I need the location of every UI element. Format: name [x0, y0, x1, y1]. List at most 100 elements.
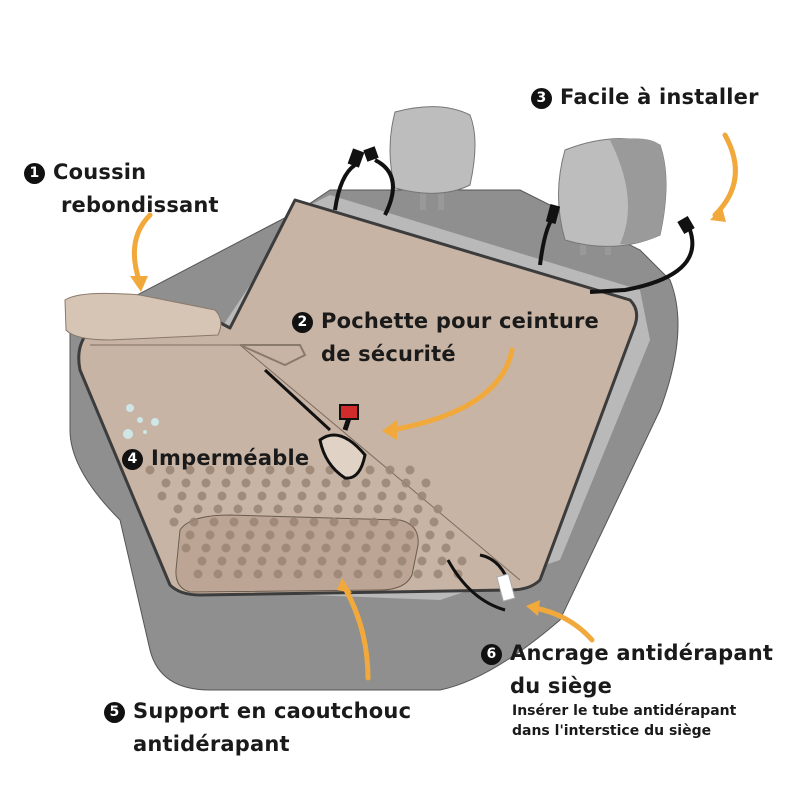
- rubber-dot: [273, 504, 283, 514]
- rubber-dot: [189, 517, 199, 527]
- feature-3-line-1: Facile à installer: [560, 85, 759, 109]
- rubber-dot: [213, 569, 223, 579]
- rubber-dot: [197, 491, 207, 501]
- rubber-dot: [309, 517, 319, 527]
- seatbelt-pouch: [239, 344, 367, 480]
- rubber-dot: [221, 478, 231, 488]
- rubber-dot: [441, 543, 451, 553]
- rubber-dot: [329, 517, 339, 527]
- callout-arrowheads: [130, 207, 726, 616]
- rubber-dot: [145, 465, 155, 475]
- rubber-dot: [281, 478, 291, 488]
- rubber-dot: [225, 530, 235, 540]
- rubber-dot: [205, 530, 215, 540]
- rubber-dot: [333, 504, 343, 514]
- rubber-dot: [381, 478, 391, 488]
- rubber-dot: [401, 543, 411, 553]
- rubber-dot: [305, 530, 315, 540]
- feature-2-number: 2: [292, 312, 313, 333]
- rubber-dot: [365, 465, 375, 475]
- rubber-dot: [385, 530, 395, 540]
- rubber-dot: [241, 478, 251, 488]
- rubber-dot: [297, 556, 307, 566]
- rubber-dot: [205, 465, 215, 475]
- feature-4-number: 4: [122, 449, 143, 470]
- rubber-dot: [377, 556, 387, 566]
- rubber-dot: [421, 543, 431, 553]
- rubber-dot: [341, 543, 351, 553]
- rubber-dot: [321, 478, 331, 488]
- rubber-dot: [429, 517, 439, 527]
- feature-4-label: 4 Imperméable: [122, 442, 309, 475]
- water-droplets: [123, 404, 159, 439]
- rubber-dot: [245, 530, 255, 540]
- rubber-dot: [261, 543, 271, 553]
- rubber-dot: [361, 543, 371, 553]
- rubber-dot: [177, 491, 187, 501]
- rubber-dot: [321, 543, 331, 553]
- rubber-dot: [293, 504, 303, 514]
- rubber-dot: [433, 504, 443, 514]
- rubber-dot: [337, 556, 347, 566]
- rubber-dot: [221, 543, 231, 553]
- rubber-dot: [325, 530, 335, 540]
- feature-6-line-2: du siège: [510, 674, 613, 698]
- rubber-dot: [193, 569, 203, 579]
- rubber-dot: [217, 491, 227, 501]
- rubber-dot: [317, 491, 327, 501]
- rubber-dot: [301, 478, 311, 488]
- rubber-dot: [357, 556, 367, 566]
- rubber-dot: [345, 530, 355, 540]
- rubber-dot: [297, 491, 307, 501]
- feature-4-line-1: Imperméable: [151, 446, 310, 470]
- rubber-dot: [357, 491, 367, 501]
- rubber-dot: [233, 569, 243, 579]
- feature-1-number: 1: [24, 163, 45, 184]
- rubber-dot: [353, 569, 363, 579]
- rubber-dot: [217, 556, 227, 566]
- rubber-dots: [145, 465, 467, 579]
- rubber-dot: [289, 517, 299, 527]
- rubber-dot: [425, 530, 435, 540]
- rubber-dot: [313, 569, 323, 579]
- rubber-dot: [253, 569, 263, 579]
- rubber-dot: [197, 556, 207, 566]
- rubber-dot: [265, 530, 275, 540]
- rubber-dot: [373, 504, 383, 514]
- rubber-dot: [257, 491, 267, 501]
- rubber-dot: [209, 517, 219, 527]
- rubber-dot: [253, 504, 263, 514]
- rubber-dot: [413, 504, 423, 514]
- rubber-dot: [261, 478, 271, 488]
- rubber-dot: [365, 530, 375, 540]
- rubber-dot: [393, 504, 403, 514]
- rubber-dot: [273, 569, 283, 579]
- feature-2-label: 2 Pochette pour ceinture de sécurité: [292, 305, 599, 371]
- rubber-dot: [165, 465, 175, 475]
- rubber-dot: [225, 465, 235, 475]
- rubber-dot: [293, 569, 303, 579]
- rubber-dot: [389, 517, 399, 527]
- rubber-dot: [157, 491, 167, 501]
- rubber-dot: [317, 556, 327, 566]
- feature-1-line-2: rebondissant: [61, 193, 219, 217]
- arrow-3: [712, 132, 738, 218]
- rubber-dot: [377, 491, 387, 501]
- feature-2-line-2: de sécurité: [321, 342, 456, 366]
- rubber-dot: [285, 465, 295, 475]
- rubber-dot: [277, 491, 287, 501]
- rubber-dot: [337, 491, 347, 501]
- rubber-dot: [265, 465, 275, 475]
- rubber-dot: [245, 465, 255, 475]
- feature-2-line-1: Pochette pour ceinture: [321, 309, 599, 333]
- rubber-dot: [433, 569, 443, 579]
- rubber-dot: [169, 517, 179, 527]
- feature-6-number: 6: [481, 644, 502, 665]
- rubber-dot: [201, 478, 211, 488]
- rubber-dot: [397, 491, 407, 501]
- rubber-dot: [301, 543, 311, 553]
